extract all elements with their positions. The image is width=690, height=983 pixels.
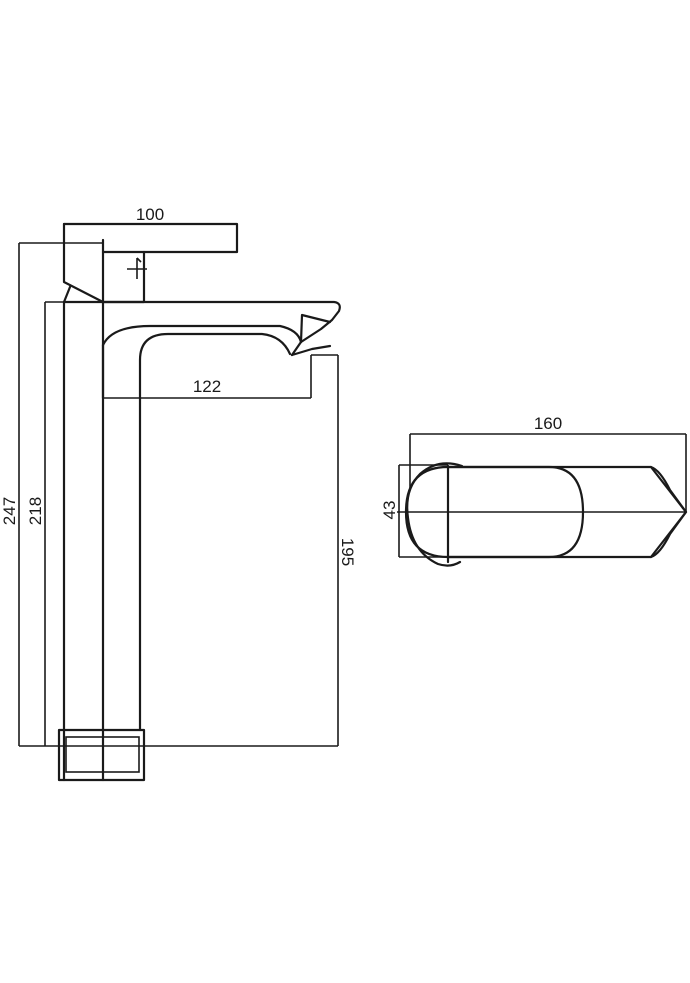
dim-160-label: 160 bbox=[534, 414, 562, 433]
base-inner bbox=[65, 736, 140, 773]
top-view: 160 43 bbox=[380, 414, 688, 567]
handle-pivot-mark bbox=[127, 257, 147, 279]
dim-43-label: 43 bbox=[380, 501, 399, 520]
dim-195-label: 195 bbox=[338, 538, 357, 566]
side-view: 100 122 247 218 195 bbox=[0, 205, 357, 782]
base-outer bbox=[57, 728, 146, 782]
spout-outer bbox=[62, 300, 341, 357]
handle-shoulder bbox=[62, 285, 72, 304]
spout-channel bbox=[138, 332, 292, 400]
dim-100-label: 100 bbox=[136, 205, 164, 224]
spout-tip bbox=[290, 313, 332, 357]
top-view-handle-cap bbox=[406, 462, 464, 567]
spout-underside bbox=[101, 324, 303, 347]
dim-122-label: 122 bbox=[193, 377, 221, 396]
dim-218-label: 218 bbox=[26, 497, 45, 525]
handle-lever bbox=[62, 222, 239, 254]
dim-247-label: 247 bbox=[0, 497, 19, 525]
